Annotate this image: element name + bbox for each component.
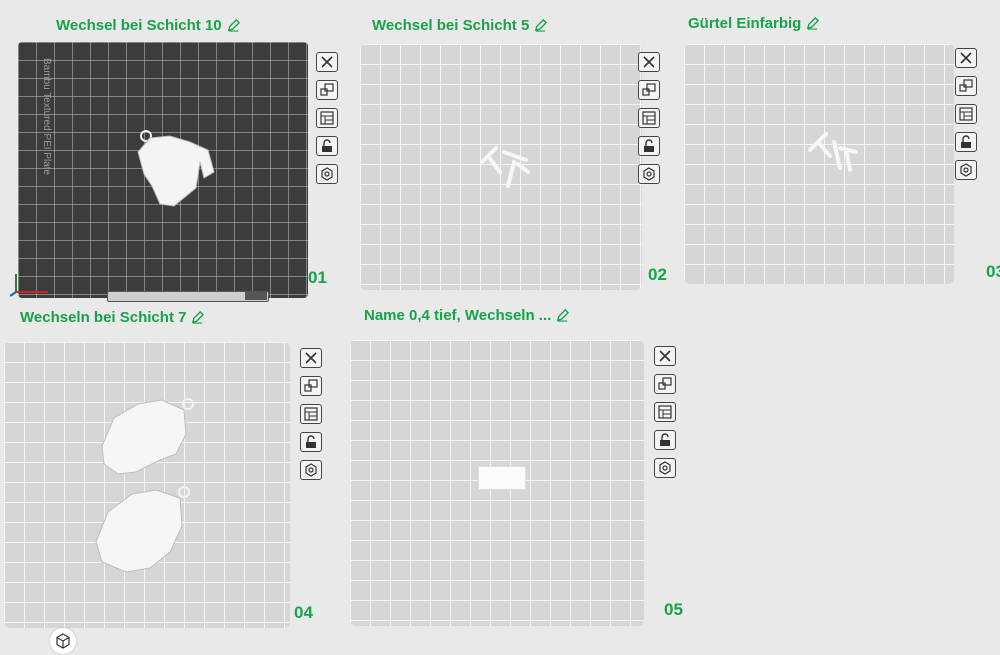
layout-icon[interactable] xyxy=(955,104,977,124)
plate-1-bottom-bar xyxy=(107,291,269,302)
plate-3-title[interactable]: Gürtel Einfarbig xyxy=(688,15,820,32)
cube-icon[interactable] xyxy=(50,628,76,654)
plate-1-title-text: Wechsel bei Schicht 10 xyxy=(56,17,222,34)
plate-4-model-2[interactable] xyxy=(90,482,200,576)
arrange-icon[interactable] xyxy=(300,376,322,396)
plate-2-number: 02 xyxy=(648,265,667,284)
layout-icon[interactable] xyxy=(316,108,338,128)
layout-icon[interactable] xyxy=(654,402,676,422)
plate-5-title-text: Name 0,4 tief, Wechseln ... xyxy=(364,307,552,324)
pencil-icon[interactable] xyxy=(556,309,570,322)
plate-2-toolbar xyxy=(638,52,660,184)
plate-4-model-1[interactable] xyxy=(96,394,206,478)
arrange-icon[interactable] xyxy=(955,76,977,96)
pencil-icon[interactable] xyxy=(227,19,240,32)
lock-icon[interactable] xyxy=(316,136,338,156)
plate-5-toolbar xyxy=(654,346,676,478)
arrange-icon[interactable] xyxy=(316,80,338,100)
arrange-icon[interactable] xyxy=(638,80,660,100)
settings-icon[interactable] xyxy=(300,460,322,480)
plate-2-model[interactable] xyxy=(478,142,534,190)
plate-1-number: 01 xyxy=(308,268,327,287)
plate-3-number: 03 xyxy=(986,262,1000,281)
axis-indicator-icon xyxy=(10,274,48,297)
settings-icon[interactable] xyxy=(955,160,977,180)
lock-icon[interactable] xyxy=(955,132,977,152)
plate-3-title-text: Gürtel Einfarbig xyxy=(688,15,802,32)
plate-3-bed[interactable] xyxy=(684,44,954,284)
plate-1-bottom-bar-end xyxy=(245,291,267,300)
pencil-icon[interactable] xyxy=(534,19,548,32)
pencil-icon[interactable] xyxy=(806,17,820,30)
plate-3-toolbar xyxy=(955,48,977,180)
plate-5-title[interactable]: Name 0,4 tief, Wechseln ... xyxy=(364,307,570,324)
close-icon[interactable] xyxy=(316,52,338,72)
plate-1-model[interactable] xyxy=(130,128,220,210)
plate-4-title[interactable]: Wechseln bei Schicht 7 xyxy=(20,309,205,326)
lock-icon[interactable] xyxy=(638,136,660,156)
settings-icon[interactable] xyxy=(316,164,338,184)
plate-4-title-text: Wechseln bei Schicht 7 xyxy=(20,309,187,326)
plate-1-toolbar xyxy=(316,52,338,184)
close-icon[interactable] xyxy=(955,48,977,68)
plate-5-number: 05 xyxy=(664,600,683,619)
close-icon[interactable] xyxy=(300,348,322,368)
lock-icon[interactable] xyxy=(300,432,322,452)
layout-icon[interactable] xyxy=(638,108,660,128)
layout-icon[interactable] xyxy=(300,404,322,424)
plate-2-title[interactable]: Wechsel bei Schicht 5 xyxy=(372,17,548,34)
arrange-icon[interactable] xyxy=(654,374,676,394)
pencil-icon[interactable] xyxy=(191,311,205,324)
plate-2-bed[interactable] xyxy=(360,44,642,290)
lock-icon[interactable] xyxy=(654,430,676,450)
settings-icon[interactable] xyxy=(654,458,676,478)
plate-1-brand-label: Bambu Textured PEI Plate xyxy=(41,58,52,176)
plate-3-model[interactable] xyxy=(806,128,862,176)
close-icon[interactable] xyxy=(638,52,660,72)
plate-2-title-text: Wechsel bei Schicht 5 xyxy=(372,17,530,34)
plate-1-title[interactable]: Wechsel bei Schicht 10 xyxy=(56,17,240,34)
plate-5-model[interactable] xyxy=(478,466,526,490)
plate-4-bed[interactable] xyxy=(4,342,290,628)
plate-4-number: 04 xyxy=(294,603,313,622)
settings-icon[interactable] xyxy=(638,164,660,184)
close-icon[interactable] xyxy=(654,346,676,366)
plate-4-toolbar xyxy=(300,348,322,480)
